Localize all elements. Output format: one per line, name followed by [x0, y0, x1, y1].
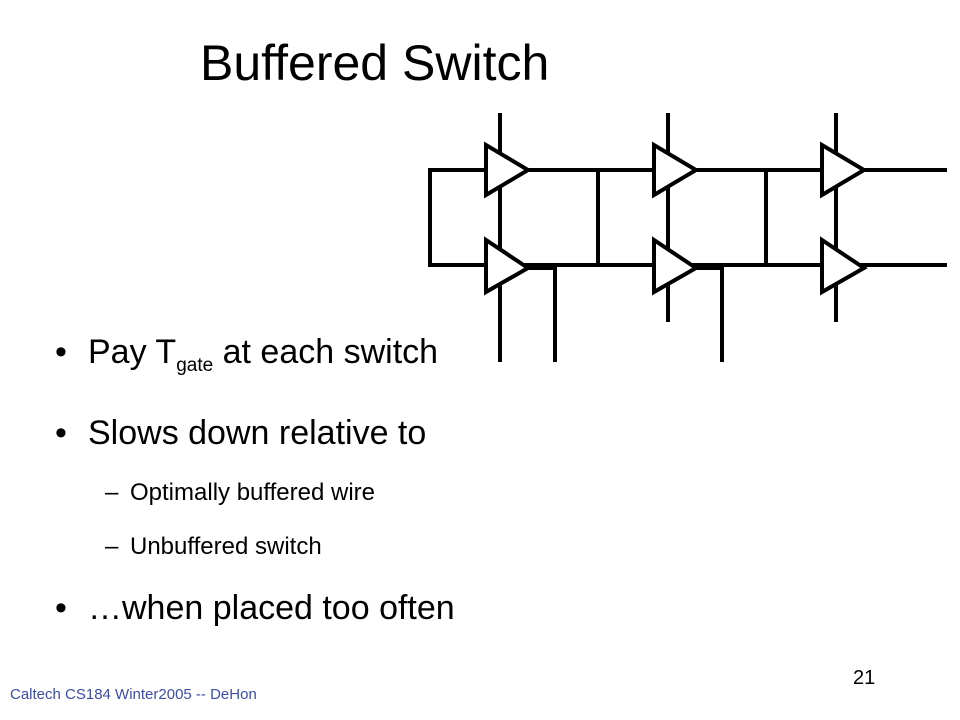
bullet-pay-suffix: at each switch	[213, 333, 439, 371]
bottom-buffer-2	[652, 236, 700, 296]
top-buffer-1	[484, 141, 532, 199]
top-buffer-2	[652, 141, 700, 199]
sub-bullet-optimally-buffered: –Optimally buffered wire	[55, 478, 455, 508]
footer-course-label: Caltech CS184 Winter2005 -- DeHon	[10, 686, 257, 703]
bottom-buffer-1	[484, 236, 532, 296]
output-tap-wire-2	[694, 266, 724, 362]
bullet-list: Pay Tgate at each switch Slows down rela…	[55, 330, 455, 653]
sub-bullet-unbuffered-switch: –Unbuffered switch	[55, 532, 455, 562]
dash-marker: –	[105, 479, 119, 506]
bullet-slows-down: Slows down relative to	[55, 411, 455, 455]
bullet-pay-prefix: Pay T	[88, 333, 177, 371]
bullet-when-placed: …when placed too often	[55, 586, 455, 630]
bottom-buffer-3	[820, 236, 868, 296]
dash-marker: –	[105, 533, 119, 560]
top-buffer-3	[820, 141, 868, 199]
tgate-subscript: gate	[176, 355, 214, 376]
output-tap-wire-1	[526, 266, 557, 362]
slide-title: Buffered Switch	[200, 35, 550, 91]
sub-bullet-label: Unbuffered switch	[130, 533, 322, 560]
sub-bullet-label: Optimally buffered wire	[130, 479, 375, 506]
page-number: 21	[853, 667, 876, 689]
bullet-pay-tgate: Pay Tgate at each switch	[55, 330, 455, 388]
